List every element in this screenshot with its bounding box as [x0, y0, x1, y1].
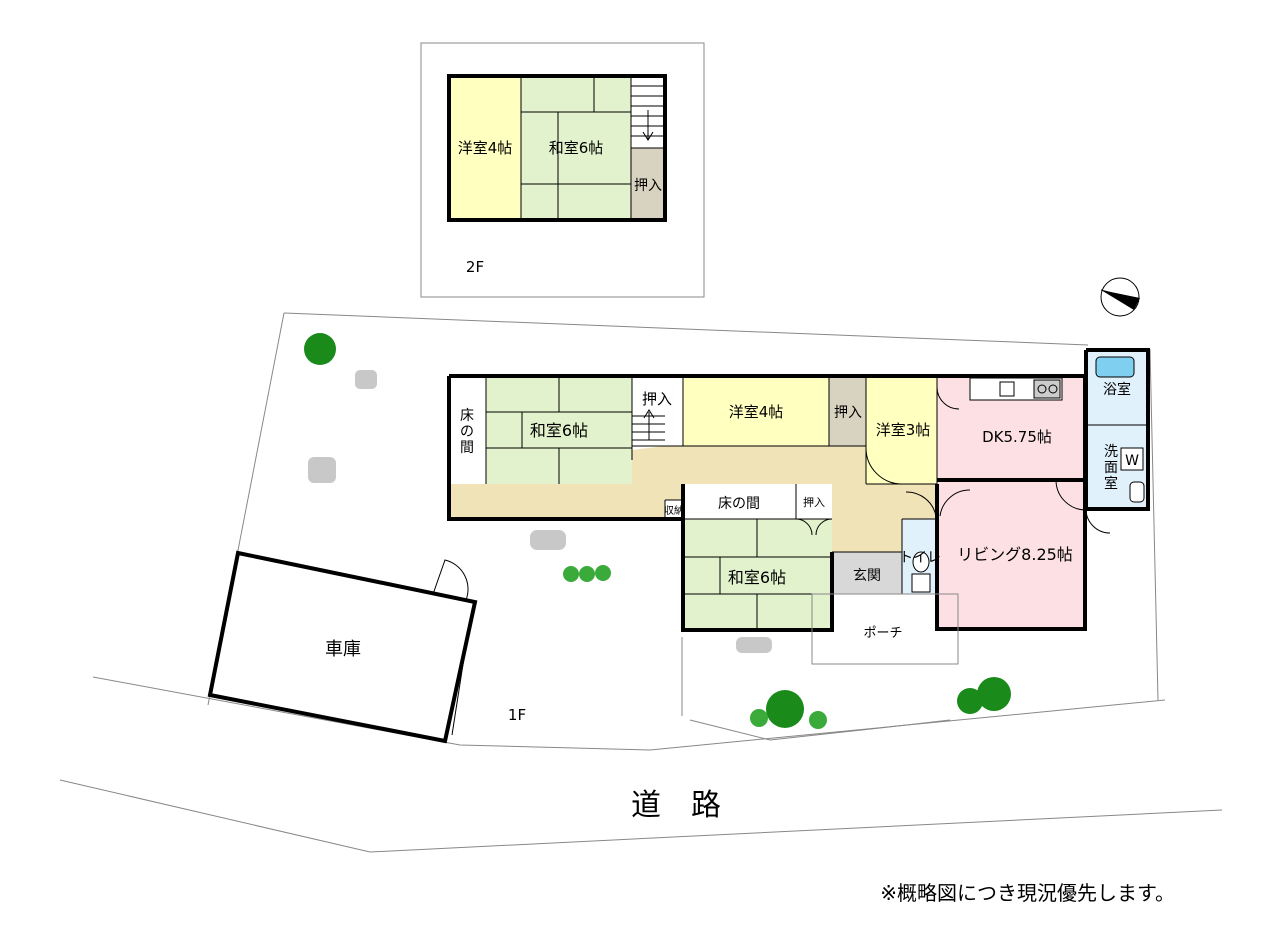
- door-swings: [431, 386, 1111, 601]
- label-japanese-6-2f: 和室6帖: [549, 139, 604, 157]
- staircase-2f: [631, 85, 665, 149]
- toilet-icon: [911, 551, 931, 593]
- entrance: [832, 552, 902, 594]
- tatami-lines-upper: [486, 376, 632, 484]
- label-closet-c: 押入: [803, 495, 825, 509]
- hallway: [449, 446, 937, 552]
- floor-label-2f: 2F: [466, 258, 484, 276]
- label-western-4-2f: 洋室4帖: [458, 139, 513, 157]
- label-wash-3: 室: [1104, 475, 1118, 492]
- tokonoma-left: [449, 376, 486, 484]
- sink-icon: [999, 381, 1015, 397]
- label-storage: 収納: [664, 504, 684, 517]
- closet-c: [796, 484, 832, 519]
- floor-2f: 洋室4帖 和室6帖 押入 2F: [420, 42, 705, 298]
- label-wash-2: 面: [1104, 460, 1118, 476]
- road-edges: [59, 779, 1223, 853]
- label-entrance: 玄関: [853, 567, 881, 584]
- porch-frame: [811, 593, 959, 665]
- stair-1f: [632, 376, 682, 446]
- garage-door-line: [451, 644, 467, 736]
- shrub-icon: [750, 709, 768, 727]
- label-western-3: 洋室3帖: [876, 421, 931, 439]
- staircase-1f: [632, 409, 665, 441]
- label-japanese-6-lower: 和室6帖: [728, 568, 786, 587]
- site-boundary: [92, 312, 1166, 751]
- western-room-4-2f: [449, 76, 521, 220]
- label-tokonoma-1: 床: [460, 408, 474, 424]
- label-bath: 浴室: [1103, 381, 1131, 398]
- label-closet-a: 押入: [642, 390, 672, 408]
- washer-icon: [1120, 447, 1144, 471]
- label-garage: 車庫: [325, 639, 361, 660]
- label-washer: W: [1125, 453, 1139, 469]
- japanese-room-6-2f: [521, 76, 631, 220]
- shrub-icon: [595, 565, 611, 581]
- garden-stones: [308, 370, 772, 653]
- label-tokonoma-lower: 床の間: [718, 496, 760, 512]
- garage: [207, 550, 478, 744]
- tokonoma-lower: [683, 484, 796, 519]
- tatami-lines-2f: [521, 76, 631, 220]
- label-toilet: トイレ: [899, 550, 941, 566]
- label-western-4-1f: 洋室4帖: [729, 403, 784, 421]
- road-label: 道 路: [631, 788, 721, 823]
- floor-label-1f: 1F: [508, 706, 526, 724]
- bathtub-icon: [1095, 356, 1135, 378]
- floor-2f-frame: [420, 42, 705, 298]
- label-tokonoma-2: の: [460, 424, 474, 440]
- tatami-lines-lower: [683, 519, 832, 630]
- tree-icon: [304, 333, 336, 365]
- stone-2: [308, 457, 336, 483]
- room-labels-1f: 床 の 間 和室6帖 押入 洋室4帖 押入 洋室3帖 DK5.75帖 浴室 洗 …: [325, 381, 1144, 724]
- label-living: リビング8.25帖: [957, 545, 1073, 564]
- shrub-icon: [579, 566, 595, 582]
- western-room-4-1f: [683, 376, 829, 446]
- stone-4: [736, 637, 772, 653]
- disclaimer-note: ※概略図につき現況優先します。: [880, 881, 1175, 905]
- label-porch: ポーチ: [863, 626, 902, 641]
- label-dk: DK5.75帖: [982, 428, 1052, 446]
- label-japanese-6-upper: 和室6帖: [530, 421, 588, 440]
- living-room: [937, 480, 1085, 629]
- closet-b: [829, 376, 866, 446]
- walls-2f: [447, 74, 667, 222]
- label-wash-1: 洗: [1104, 444, 1118, 460]
- western-room-3: [866, 376, 937, 484]
- trees: [304, 333, 1011, 729]
- tree-icon: [957, 688, 983, 714]
- stove-icon: [1033, 379, 1061, 399]
- washbasin-icon: [1129, 481, 1145, 503]
- label-tokonoma-3: 間: [460, 440, 474, 456]
- interior-walls: [485, 376, 1148, 594]
- tree-icon: [977, 677, 1011, 711]
- label-closet-2f: 押入: [634, 178, 662, 194]
- floor-1f: 床 の 間 和室6帖 押入 洋室4帖 押入 洋室3帖 DK5.75帖 浴室 洗 …: [207, 333, 1150, 744]
- label-closet-b: 押入: [834, 405, 862, 421]
- stone-3: [530, 530, 566, 550]
- kitchen-counter: [969, 377, 1063, 401]
- tree-icon: [766, 690, 804, 728]
- closet-2f: [631, 148, 665, 220]
- stone-1: [355, 370, 377, 389]
- exterior-walls: [447, 348, 1150, 632]
- storage: [665, 500, 683, 519]
- compass-icon: [1100, 277, 1140, 317]
- shrub-icon: [809, 711, 827, 729]
- shrub-icon: [563, 566, 579, 582]
